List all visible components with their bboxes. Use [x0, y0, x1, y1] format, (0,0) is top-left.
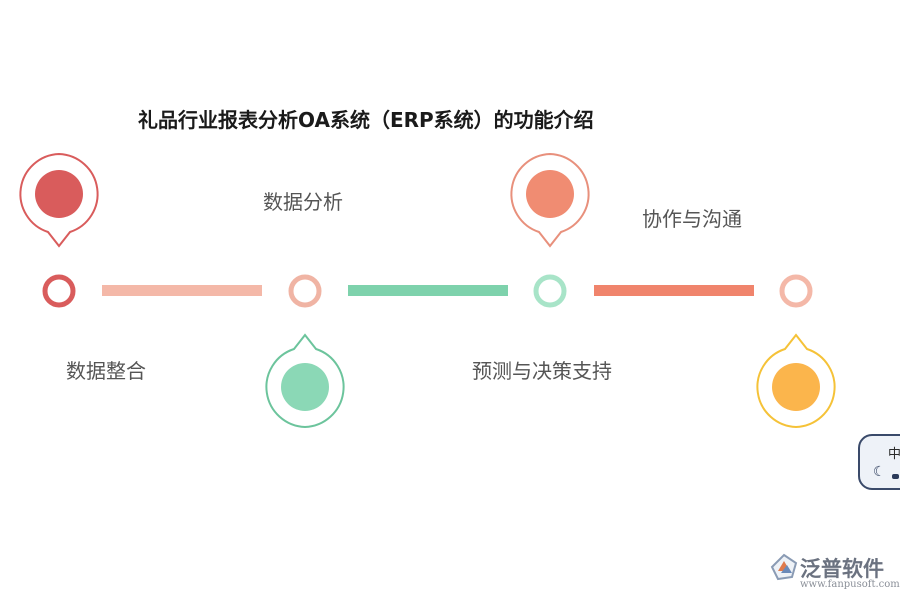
punctuation-icon[interactable]: [892, 474, 899, 479]
page-title: 礼品行业报表分析OA系统（ERP系统）的功能介绍: [138, 108, 594, 132]
pin-marker-2: [265, 333, 345, 429]
timeline-node-1: [42, 274, 76, 308]
timeline-node-4: [779, 274, 813, 308]
pin-marker-4: [756, 333, 836, 429]
connector-2: [348, 285, 508, 296]
step-label-1: 数据整合: [66, 359, 146, 383]
logo-icon: [770, 553, 798, 581]
logo-url: www.fanpusoft.com: [800, 579, 900, 590]
logo-name: 泛普软件: [800, 557, 884, 581]
timeline-node-3: [533, 274, 567, 308]
step-label-4: 协作与沟通: [642, 207, 742, 231]
connector-1: [102, 285, 262, 296]
ime-toolbar[interactable]: 中 ☾: [858, 434, 900, 490]
step-label-3: 预测与决策支持: [472, 359, 612, 383]
ime-mode-label[interactable]: 中: [888, 447, 900, 462]
moon-icon[interactable]: ☾: [873, 464, 886, 480]
step-label-2: 数据分析: [263, 190, 343, 214]
pin-marker-1: [19, 152, 99, 248]
timeline-node-2: [288, 274, 322, 308]
connector-3: [594, 285, 754, 296]
pin-marker-3: [510, 152, 590, 248]
